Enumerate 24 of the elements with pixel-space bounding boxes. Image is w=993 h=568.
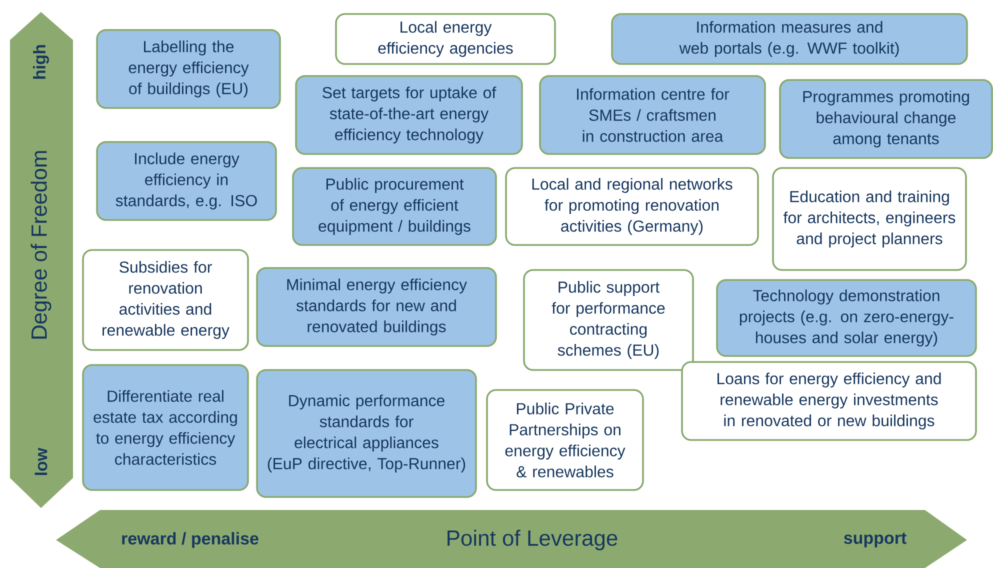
measure-box: Include energy efficiency in standards, e.g. ISO: [96, 141, 277, 221]
measure-box: Dynamic performance standards for electrical appliances (EuP directive, Top-Runner): [256, 369, 477, 498]
axis-label: Degree of Freedom: [30, 151, 52, 339]
axis-label: support: [844, 532, 906, 548]
measure-box: Information centre for SMEs / craftsmen in construction area: [539, 75, 766, 155]
measure-box: Public support for performance contracting schemes (EU): [523, 269, 694, 371]
measure-box: Public procurement of energy efficient equipment / buildings: [292, 167, 497, 246]
measure-box: Public Private Partnerships on energy efficiency & renewables: [486, 389, 644, 491]
measure-box: Minimal energy efficiency standards for new and renovated buildings: [256, 267, 497, 347]
measure-box: Information measures and web portals (e.g. WWF toolkit): [611, 13, 968, 65]
axis-label: Point of Leverage: [448, 530, 618, 550]
measure-box: Local and regional networks for promoting renovation activities (Germany): [505, 167, 759, 246]
measure-box: Set targets for uptake of state-of-the-art energy efficiency technology: [295, 75, 523, 155]
measure-box: Education and training for architects, engineers and project planners: [772, 167, 967, 271]
axis-label: reward / penalise: [122, 532, 258, 548]
measure-box: Loans for energy efficiency and renewable energy investments in renovated or new buildings: [681, 361, 977, 441]
measure-box: Differentiate real estate tax according to energy efficiency characteristics: [82, 364, 249, 491]
axis-label: high: [33, 45, 49, 79]
axis-label: low: [34, 448, 48, 475]
measure-box: Local energy efficiency agencies: [335, 13, 556, 65]
measure-box: Technology demonstration projects (e.g. on zero-energy-houses and solar energy): [716, 279, 977, 357]
measure-box: Programmes promoting behavioural change among tenants: [779, 79, 993, 159]
measure-box: Subsidies for renovation activities and renewable energy: [82, 249, 249, 351]
measure-box: Labelling the energy efficiency of buildings (EU): [96, 29, 281, 109]
